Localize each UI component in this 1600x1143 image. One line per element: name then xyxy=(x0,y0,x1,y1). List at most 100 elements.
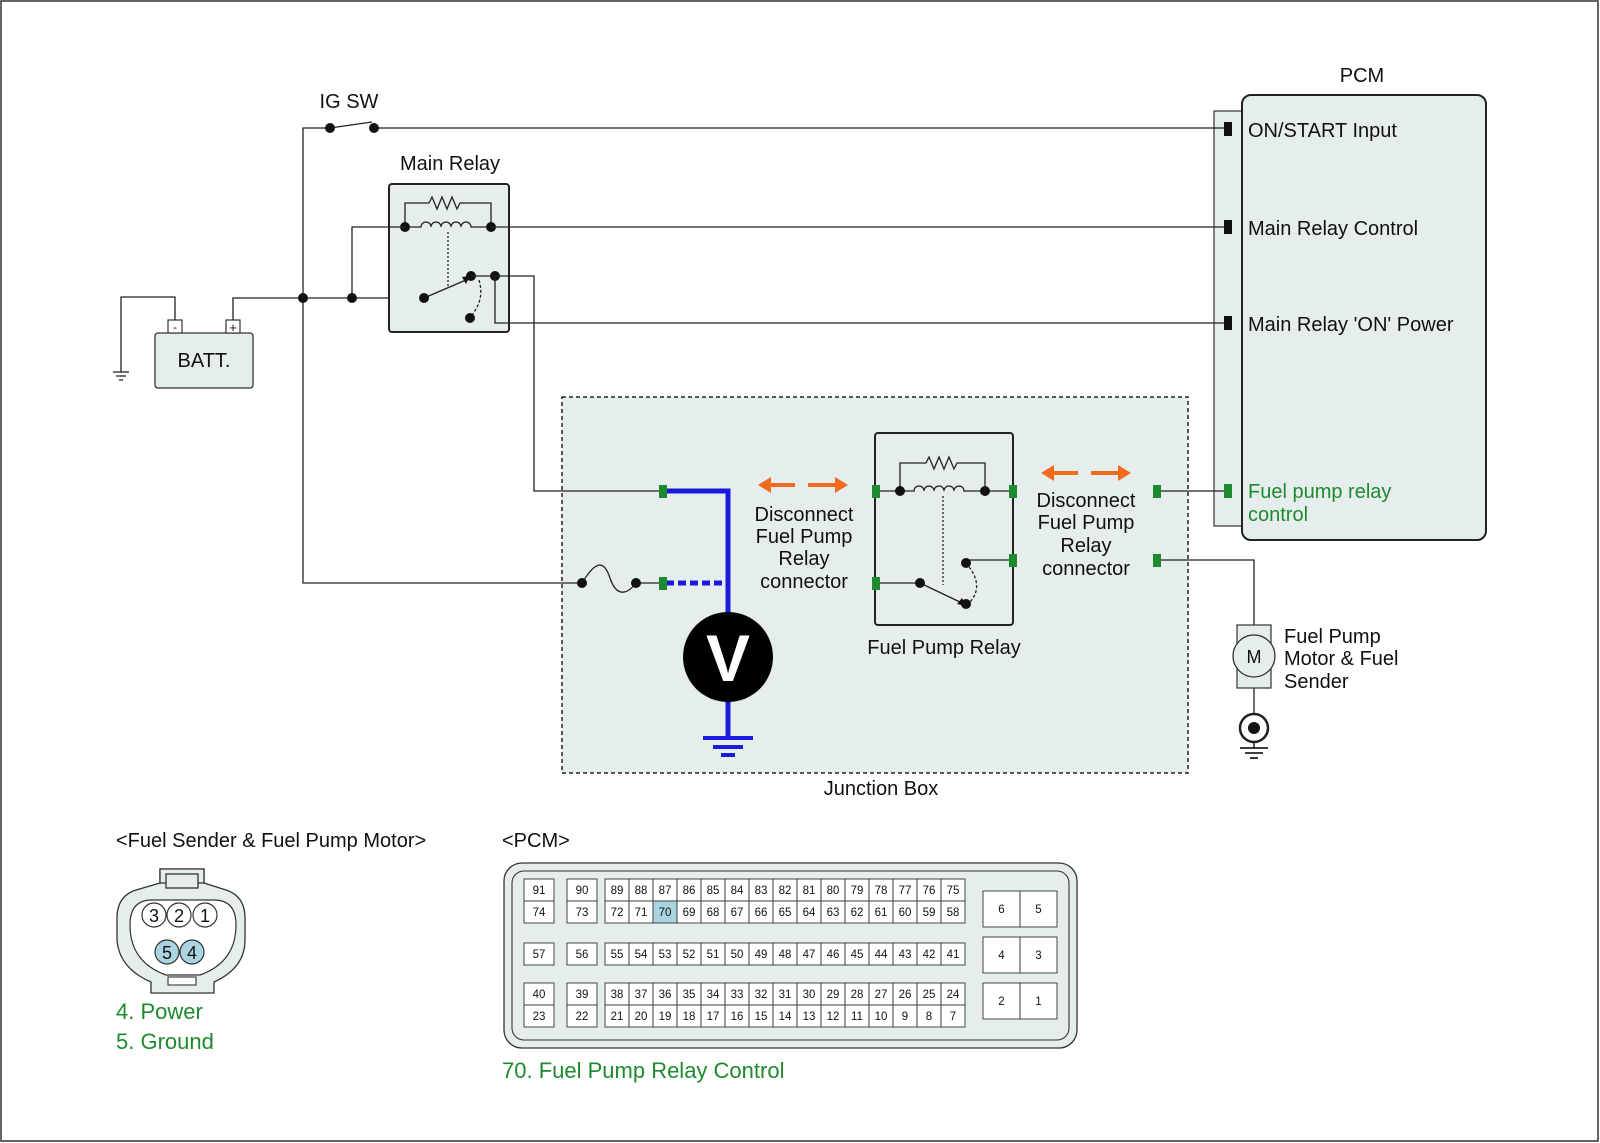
pcm-pin-label: 82 xyxy=(779,885,792,897)
fuel-pump-motor-symbol: M xyxy=(1247,647,1262,667)
fuse-terminal-2 xyxy=(631,578,641,588)
junction-dot-2 xyxy=(347,293,357,303)
pcm-pin-label: 38 xyxy=(611,989,624,1001)
pcm-pin-label: 24 xyxy=(947,989,960,1001)
battery xyxy=(154,332,254,389)
pcm-pin-label: 80 xyxy=(827,885,840,897)
pcm-pin-cell-22 xyxy=(566,1004,598,1028)
ig-switch xyxy=(302,121,1224,298)
pcm-pin-label: 75 xyxy=(947,885,960,897)
pcm-pin-label: 56 xyxy=(576,949,589,961)
pcm-pin-label: 31 xyxy=(779,989,792,1001)
fpr-pin-right-top xyxy=(1009,485,1017,498)
pcm-pin-label: 47 xyxy=(803,949,816,961)
pcm-pin-label: 48 xyxy=(779,949,792,961)
pcm-pin-label: 86 xyxy=(683,885,696,897)
pcm-fuel-pump-relay-control-line1: Fuel pump relay xyxy=(1248,481,1391,503)
pcm-pin-label: 52 xyxy=(683,949,696,961)
fuel-sender-pin-label-2: 2 xyxy=(174,906,184,926)
pcm-pin-main-relay-on-power xyxy=(1224,316,1232,330)
pcm-pin-label: 2 xyxy=(998,996,1004,1008)
main-relay-terminal-3 xyxy=(419,293,429,303)
pcm-pin-label: 51 xyxy=(707,949,720,961)
voltmeter-ground-icon xyxy=(703,736,753,757)
pcm-pin-label: 9 xyxy=(902,1011,908,1023)
pcm-pin-cell-41 xyxy=(940,942,966,966)
pcm-connector-title: <PCM> xyxy=(502,830,570,852)
pcm-pin-main-relay-control xyxy=(1224,220,1232,234)
pcm-pin-label: 74 xyxy=(533,907,546,919)
fuel-pump-relay-output-wiring xyxy=(1158,490,1255,714)
pcm-pin-label: 34 xyxy=(707,989,720,1001)
junction-box-label: Junction Box xyxy=(824,778,939,800)
pcm-pin-cell-7 xyxy=(940,1004,966,1028)
pcm-pin-cell-2 xyxy=(982,982,1021,1020)
pcm-main-relay-control: Main Relay Control xyxy=(1248,218,1418,240)
fuel-sender-pin-2 xyxy=(166,902,192,928)
fuel-pump-relay-label: Fuel Pump Relay xyxy=(867,637,1020,659)
fpr-pin-left-bottom xyxy=(872,577,880,590)
pcm-pin-label: 29 xyxy=(827,989,840,1001)
pcm-pin-label: 61 xyxy=(875,907,888,919)
battery-negative-sign: - xyxy=(173,320,177,334)
fuel-sender-pin-1 xyxy=(192,902,218,928)
pcm-pin-label: 36 xyxy=(659,989,672,1001)
pcm-pin-label: 76 xyxy=(923,885,936,897)
main-relay-terminal-6 xyxy=(465,313,475,323)
pcm-pin-label: 91 xyxy=(533,885,546,897)
pcm-pin-label: 22 xyxy=(576,1011,589,1023)
pcm-pin-label: 19 xyxy=(659,1011,672,1023)
main-relay-wiring xyxy=(302,226,1224,584)
disconnect-right-line4: connector xyxy=(1042,558,1130,580)
fuel-sender-pin-label-5: 5 xyxy=(162,943,172,963)
motor-label-line3: Sender xyxy=(1284,671,1349,693)
pcm-pin-label: 17 xyxy=(707,1011,720,1023)
pcm-box xyxy=(1241,94,1487,541)
pcm-pin-label: 8 xyxy=(926,1011,932,1023)
pcm-pin-label: 87 xyxy=(659,885,672,897)
pcm-pin-label: 5 xyxy=(1035,904,1041,916)
pcm-pin-label: 57 xyxy=(533,949,546,961)
pcm-pin-label: 6 xyxy=(998,904,1004,916)
fuel-sender-connector-title: <Fuel Sender & Fuel Pump Motor> xyxy=(116,830,426,852)
voltmeter-symbol: V xyxy=(706,621,750,695)
pcm-pin-cell-1 xyxy=(1019,982,1058,1020)
pcm-pin-label: 66 xyxy=(755,907,768,919)
pcm-pin-label: 16 xyxy=(731,1011,744,1023)
pcm-pin-label: 13 xyxy=(803,1011,816,1023)
fuel-sender-pin-3 xyxy=(141,902,167,928)
ig-sw-label: IG SW xyxy=(320,91,379,113)
battery-label: BATT. xyxy=(178,350,231,372)
fpr-terminal-1 xyxy=(895,486,905,496)
pcm-pin-label: 77 xyxy=(899,885,912,897)
disconnect-right-line1: Disconnect xyxy=(1037,490,1136,512)
battery-positive-sign: + xyxy=(229,320,237,335)
pcm-pin-label: 55 xyxy=(611,949,624,961)
pcm-pin-label: 33 xyxy=(731,989,744,1001)
fuel-sender-pin-5 xyxy=(154,939,180,965)
fpr-terminal-3 xyxy=(915,578,925,588)
fuel-sender-legend-ground: 5. Ground xyxy=(116,1029,214,1054)
pcm-pin-cell-23 xyxy=(523,1004,555,1028)
disconnect-arrow-left xyxy=(758,477,848,493)
pcm-pin-label: 83 xyxy=(755,885,768,897)
disconnect-left-line2: Fuel Pump xyxy=(756,526,853,548)
pcm-on-start-input: ON/START Input xyxy=(1248,120,1397,142)
fuel-sender-pin-label-4: 4 xyxy=(187,943,197,963)
pcm-pin-label: 20 xyxy=(635,1011,648,1023)
pcm-pin-label: 70 xyxy=(659,907,672,919)
pcm-pin-label: 59 xyxy=(923,907,936,919)
pcm-pin-label: 21 xyxy=(611,1011,624,1023)
disconnect-right-line2: Fuel Pump xyxy=(1038,512,1135,534)
pcm-pin-label: 78 xyxy=(875,885,888,897)
motor-label-line1: Fuel Pump xyxy=(1284,626,1381,648)
pcm-pin-label: 85 xyxy=(707,885,720,897)
pcm-pin-label: 11 xyxy=(851,1011,863,1023)
fuel-sender-pin-4 xyxy=(179,939,205,965)
fuel-sender-pin-label-1: 1 xyxy=(200,906,210,926)
main-relay-box xyxy=(388,183,510,333)
pcm-pin-on-start xyxy=(1224,122,1232,136)
